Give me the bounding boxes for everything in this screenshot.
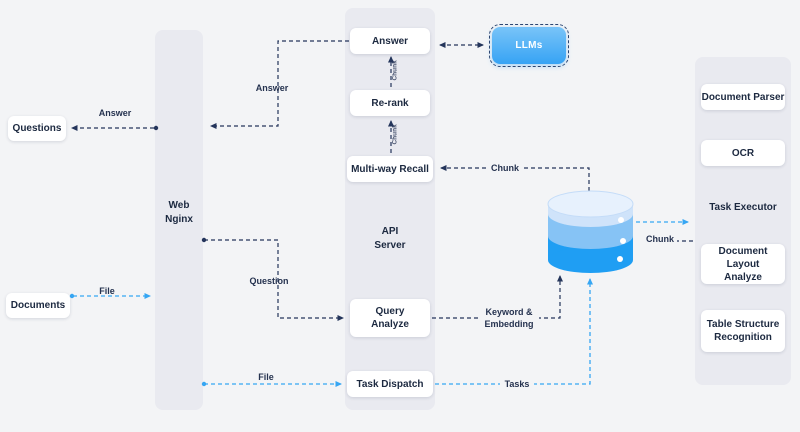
blue-flow-edges: [73, 219, 689, 387]
edge-label-file-left: File: [99, 286, 115, 296]
api-server-column: [345, 8, 435, 410]
document-layout-analyze-node: Document Layout Analyze: [701, 244, 785, 284]
edge-label-chunk-vertical-bottom: Chunk: [391, 124, 399, 145]
edge-question-to-query-analyze: [204, 239, 344, 321]
table-structure-recognition-node: Table Structure Recognition: [701, 310, 785, 352]
document-parser-node: Document Parser: [701, 84, 785, 110]
llms-node: LLMs: [489, 24, 569, 67]
junction-dot: [69, 293, 75, 299]
task-dispatch-node: Task Dispatch: [347, 371, 433, 397]
query-analyze-node: Query Analyze: [350, 299, 430, 337]
junction-dot: [153, 125, 159, 131]
database-icon: [547, 190, 634, 273]
rerank-node: Re-rank: [350, 90, 430, 116]
multiway-recall-node: Multi-way Recall: [347, 156, 433, 182]
edge-label-keyword-embedding: Keyword & Embedding: [479, 306, 539, 331]
edge-label-chunk-recall: Chunk: [487, 162, 523, 175]
edge-label-chunk-right: Chunk: [643, 233, 677, 246]
edge-label-file-mid: File: [258, 372, 274, 382]
answer-node: Answer: [350, 28, 430, 54]
junction-dots: [69, 125, 207, 387]
web-nginx-label: Web Nginx: [165, 200, 193, 225]
edge-answer-to-nginx: [210, 40, 349, 129]
junction-dot: [201, 237, 207, 243]
edge-query-to-db: [432, 275, 563, 319]
edge-dispatch-tasks-to-db: [435, 278, 593, 385]
edge-label-answer-mid: Answer: [255, 83, 289, 93]
edge-label-tasks: Tasks: [500, 378, 534, 391]
api-server-label: API Server: [374, 226, 406, 251]
edge-label-question: Question: [249, 276, 289, 286]
junction-dot: [201, 381, 207, 387]
questions-node: Questions: [8, 116, 66, 141]
ocr-node: OCR: [701, 140, 785, 166]
edge-label-chunk-vertical-top: Chunk: [391, 60, 399, 81]
web-nginx-column: [155, 30, 203, 410]
edge-label-answer-left: Answer: [98, 108, 132, 118]
task-executor-label: Task Executor: [709, 202, 777, 213]
documents-node: Documents: [6, 293, 70, 318]
